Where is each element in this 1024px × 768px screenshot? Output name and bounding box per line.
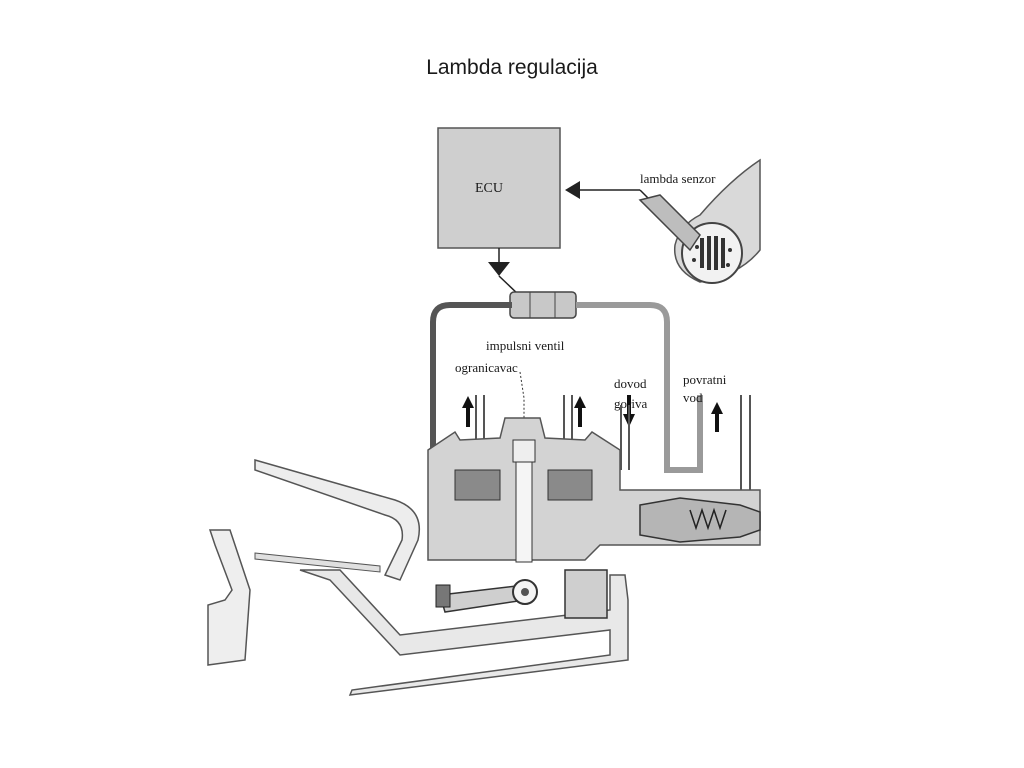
- pulse-valve-return-line: [576, 302, 703, 473]
- air-body-bottom: [299, 569, 629, 696]
- lambda-sensor-label: lambda senzor: [640, 171, 716, 186]
- ecu-output-arrow: [488, 262, 510, 276]
- sensor-signal-arrow: [565, 181, 580, 199]
- pulse-valve-label: impulsni ventil: [486, 338, 565, 353]
- ecu-label: ECU: [475, 181, 503, 196]
- pressure-regulator: [639, 497, 761, 543]
- return-line-label-1: povratni: [683, 372, 727, 387]
- slide-title: Lambda regulacija: [426, 56, 598, 79]
- air-body-left: [207, 529, 251, 666]
- limiter-label: ogranicavac: [455, 360, 518, 375]
- adjusting-screw: [435, 584, 451, 608]
- limiter-element: [512, 439, 536, 463]
- left-chamber: [454, 469, 501, 501]
- sensor-element: [692, 236, 732, 270]
- right-chamber: [547, 469, 593, 501]
- fuel-supply-label-1: dovod: [614, 376, 647, 391]
- sensor-lever-arm: [439, 584, 526, 613]
- air-funnel-upper: [254, 459, 420, 581]
- control-pressure-line: [430, 302, 512, 470]
- air-funnel-lower: [254, 552, 381, 573]
- pulse-valve: [509, 291, 577, 319]
- control-plunger: [515, 461, 533, 563]
- ecu-box: [437, 127, 561, 249]
- limiter-pointer: [519, 371, 525, 420]
- counterweight: [564, 569, 608, 619]
- return-line-label-2: vod: [683, 390, 703, 405]
- lambda-sensor-body: [638, 194, 701, 252]
